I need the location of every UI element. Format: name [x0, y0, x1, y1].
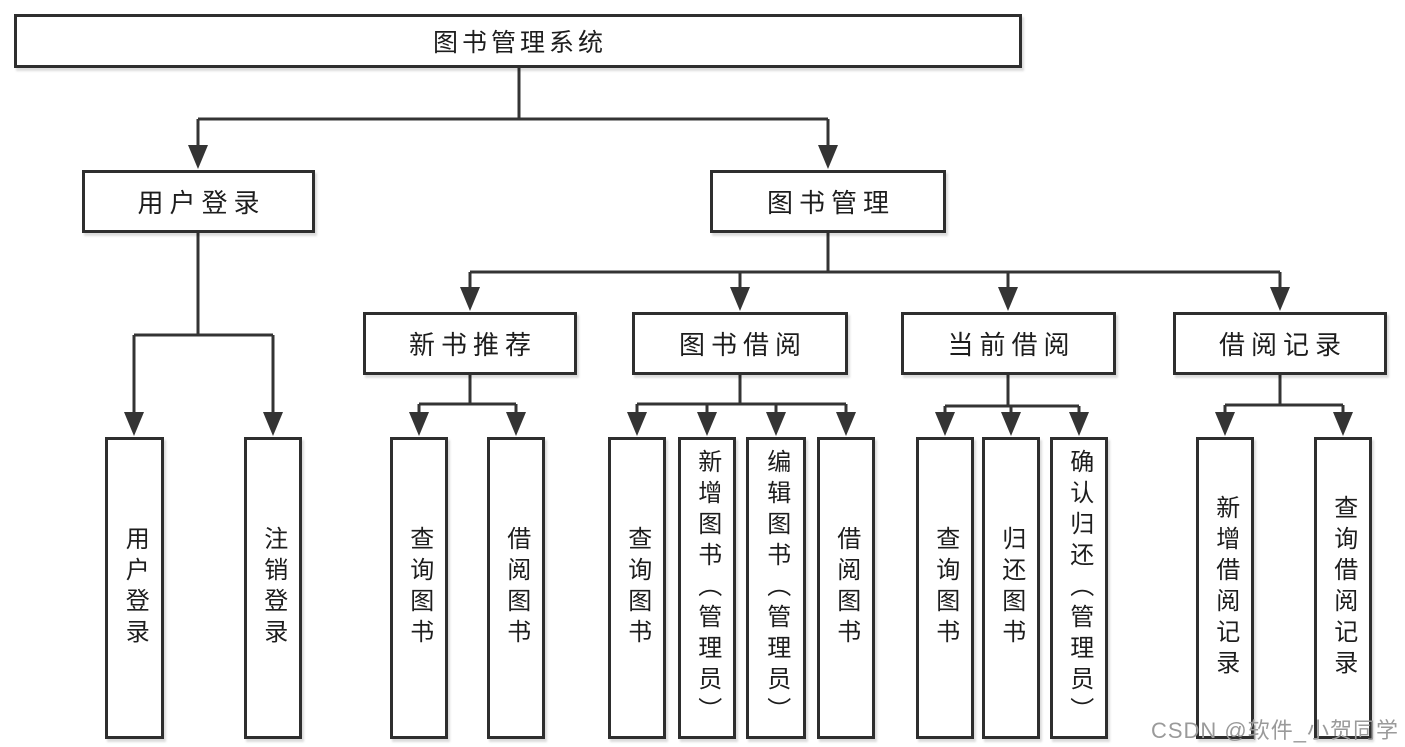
edge-book-management-to-level2: [468, 233, 1282, 289]
node-book-borrowing: 图书借阅: [632, 312, 848, 375]
node-label: 图书借阅: [678, 330, 807, 360]
node-label: 用户登录: [121, 526, 149, 650]
node-book-management: 图书管理: [710, 170, 946, 233]
arrowhead: [766, 412, 786, 436]
node-label: 查询图书: [623, 526, 651, 650]
arrowhead: [697, 412, 717, 436]
node-label: 确认归还（管理员）: [1065, 448, 1093, 728]
node-label: 用户登录: [137, 188, 266, 218]
leaf-query-borrow-record: 查询借阅记录: [1314, 437, 1372, 739]
node-label: 查询图书: [405, 526, 433, 650]
arrowhead: [627, 412, 647, 436]
arrowhead: [1270, 287, 1290, 311]
node-label: 新书推荐: [408, 330, 537, 360]
node-label: 注销登录: [259, 526, 287, 650]
leaf-logout: 注销登录: [244, 437, 302, 739]
node-label: 借阅图书: [502, 526, 530, 650]
edge-borrowing-records-to-leaves: [1223, 375, 1345, 414]
edge-root-to-level1: [196, 68, 830, 147]
arrowhead: [1001, 412, 1021, 436]
arrowhead: [1215, 412, 1235, 436]
arrowhead: [818, 145, 838, 169]
leaf-borrow-books-recommend: 借阅图书: [487, 437, 545, 739]
leaf-return-books: 归还图书: [982, 437, 1040, 739]
node-label: 图书管理系统: [432, 29, 607, 57]
leaf-borrow-books: 借阅图书: [817, 437, 875, 739]
node-label: 新增图书（管理员）: [693, 448, 721, 728]
arrowhead: [124, 412, 144, 436]
node-borrowing-records: 借阅记录: [1173, 312, 1387, 375]
edge-new-book-recommend-to-leaves: [417, 375, 518, 414]
edge-user-login-to-leaves: [132, 233, 275, 414]
node-label: 当前借阅: [947, 330, 1076, 360]
node-library-management-system: 图书管理系统: [14, 14, 1022, 68]
leaf-query-books-current: 查询图书: [916, 437, 974, 739]
connector-lines: [132, 68, 1345, 414]
csdn-watermark: CSDN @软件_小贺同学: [1150, 718, 1399, 743]
arrowhead: [409, 412, 429, 436]
node-user-login: 用户登录: [82, 170, 315, 233]
arrowhead: [836, 412, 856, 436]
node-label: 借阅图书: [832, 526, 860, 650]
leaf-query-books-borrowing: 查询图书: [608, 437, 666, 739]
node-label: 图书管理: [766, 188, 895, 218]
arrowhead: [998, 287, 1018, 311]
arrowhead: [460, 287, 480, 311]
edge-book-borrowing-to-leaves: [635, 375, 848, 414]
node-new-book-recommend: 新书推荐: [363, 312, 577, 375]
leaf-edit-books-admin: 编辑图书（管理员）: [746, 437, 806, 739]
node-label: 查询借阅记录: [1329, 495, 1357, 681]
arrowheads: [124, 145, 1353, 436]
node-label: 新增借阅记录: [1211, 495, 1239, 681]
node-label: 编辑图书（管理员）: [762, 448, 790, 728]
leaf-query-books-recommend: 查询图书: [390, 437, 448, 739]
node-label: 借阅记录: [1218, 330, 1347, 360]
arrowhead: [263, 412, 283, 436]
leaf-add-books-admin: 新增图书（管理员）: [678, 437, 736, 739]
leaf-confirm-return-admin: 确认归还（管理员）: [1050, 437, 1108, 739]
arrowhead: [1333, 412, 1353, 436]
arrowhead: [506, 412, 526, 436]
arrowhead: [730, 287, 750, 311]
arrowhead: [935, 412, 955, 436]
arrowhead: [1069, 412, 1089, 436]
node-current-borrowing: 当前借阅: [901, 312, 1116, 375]
node-label: 查询图书: [931, 526, 959, 650]
leaf-user-login: 用户登录: [105, 437, 164, 739]
node-label: 归还图书: [997, 526, 1025, 650]
leaf-add-borrow-record: 新增借阅记录: [1196, 437, 1254, 739]
arrowhead: [188, 145, 208, 169]
edge-current-borrowing-to-leaves: [943, 375, 1081, 414]
